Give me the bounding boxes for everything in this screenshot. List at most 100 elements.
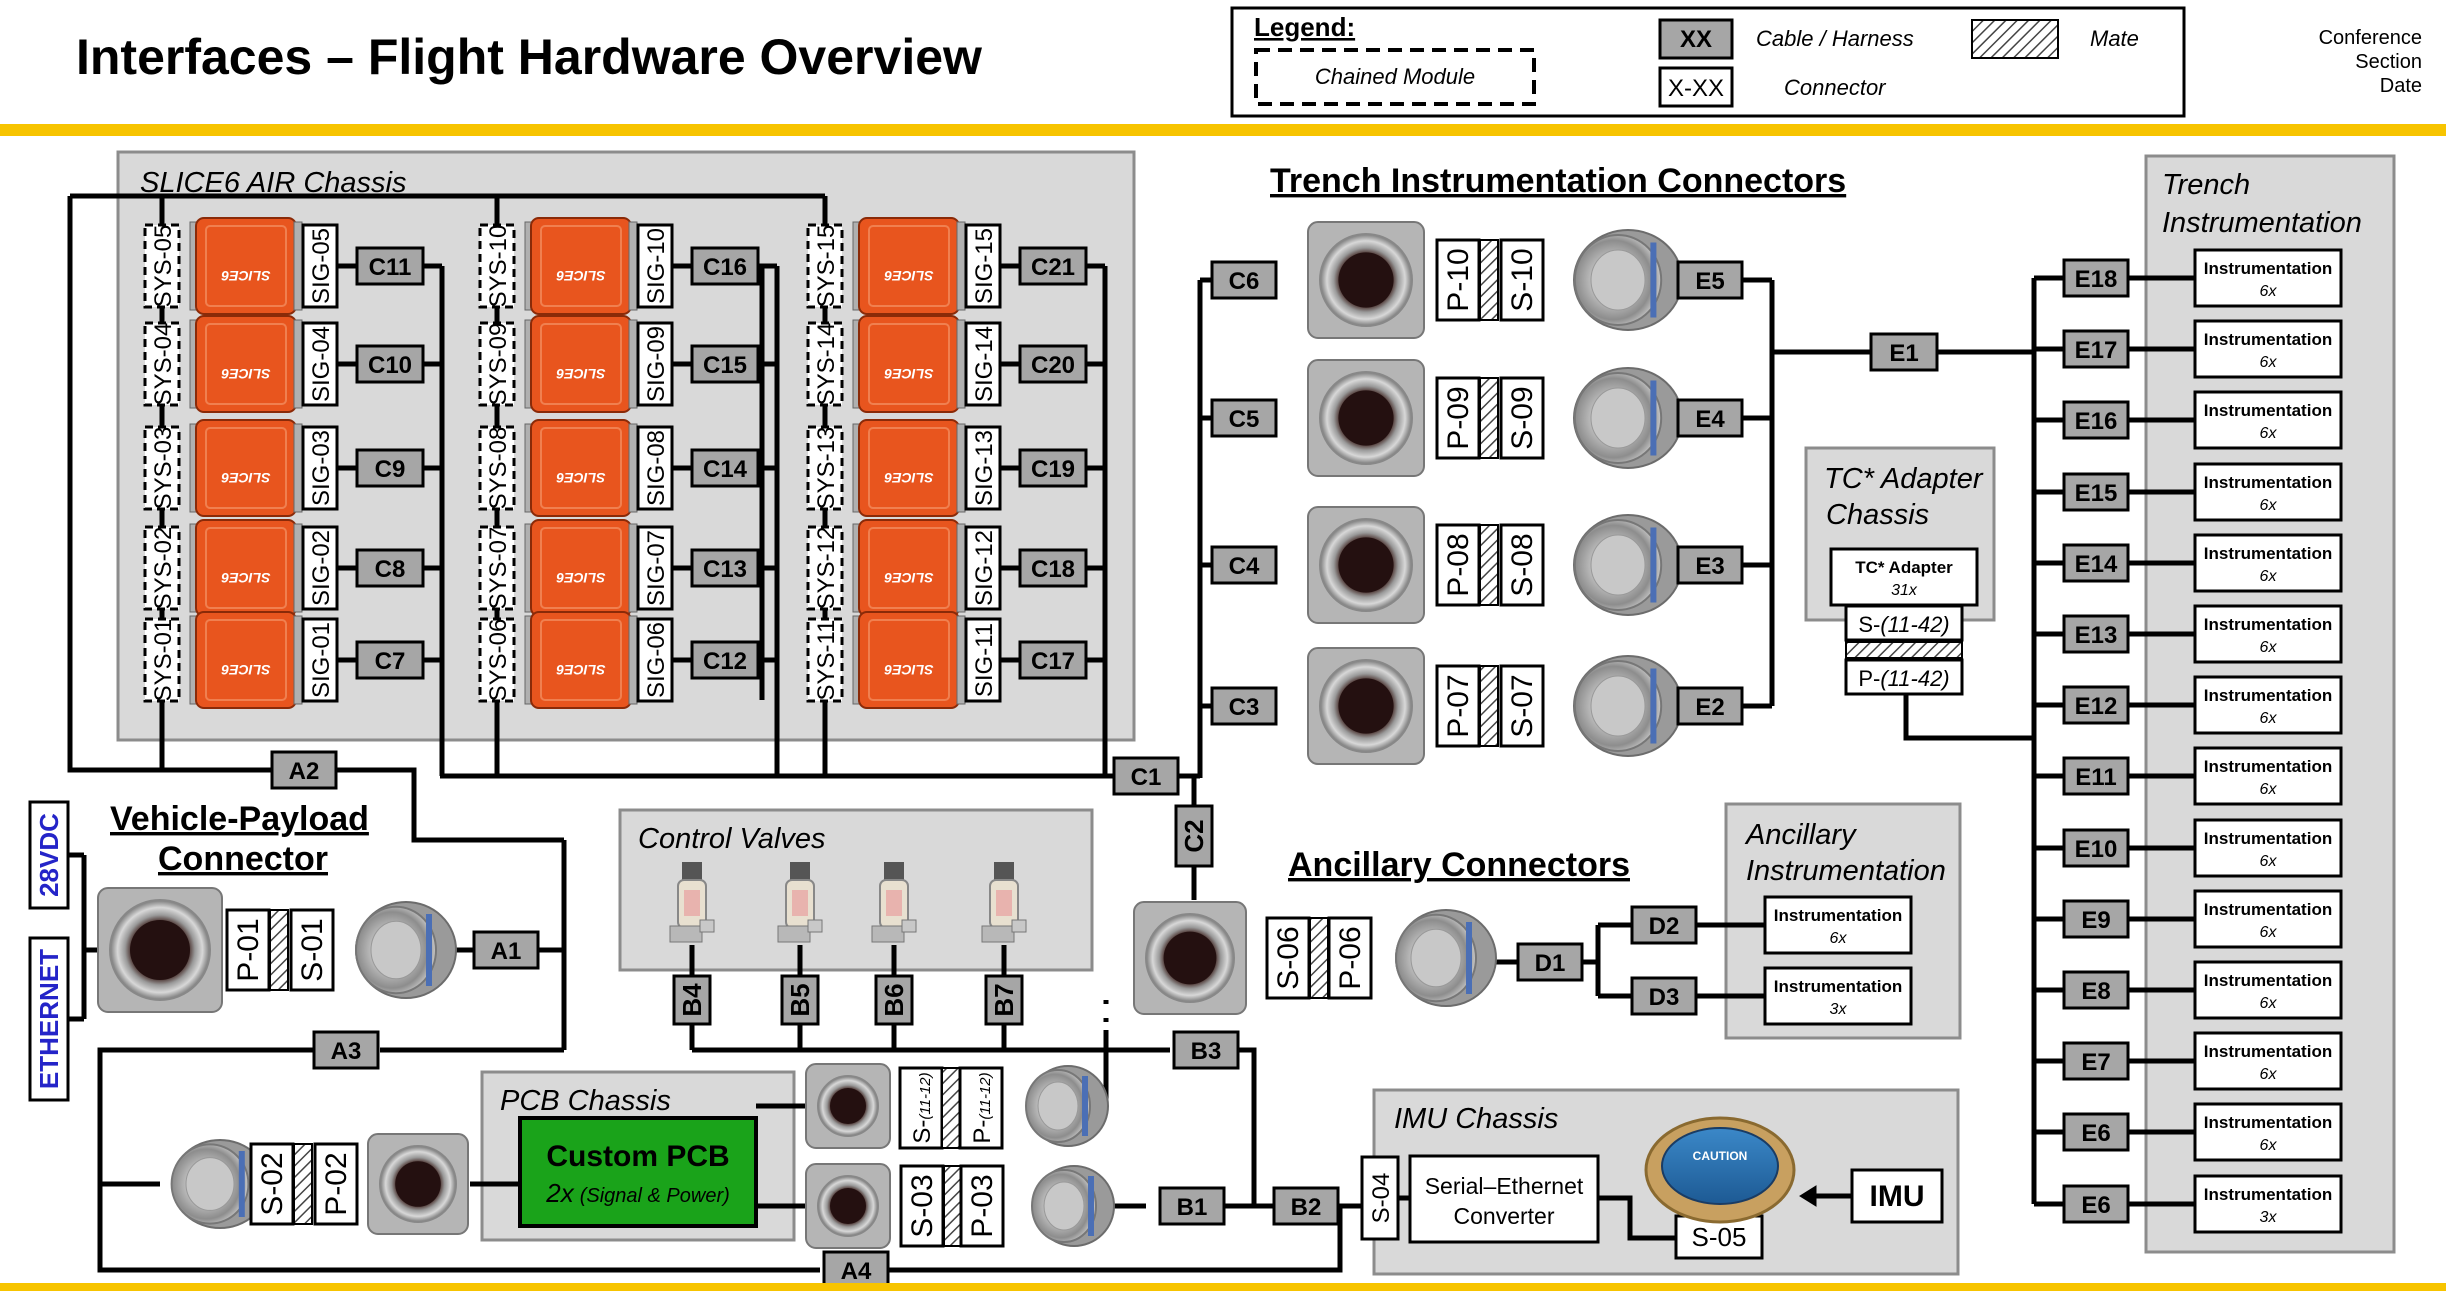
instr-cable-5: E13 xyxy=(2062,614,2130,654)
slice-module-0-4: SLICE6 xyxy=(189,611,303,709)
legend-mate-swatch xyxy=(1971,19,2059,59)
slice-sig-connector-2-3-box xyxy=(964,525,1002,611)
trench-cable-e1-box xyxy=(1869,332,1939,372)
control-valve-1 xyxy=(777,862,823,943)
module-logo: SLICE6 xyxy=(221,268,270,284)
module-face xyxy=(540,323,622,405)
trench-instr-box-12-label: Instrumentation xyxy=(2204,1113,2332,1132)
pcb-s-top-connector: S-(11-12) xyxy=(898,1066,944,1150)
tc-s-connector-label: S-(11-42) xyxy=(1858,612,1949,637)
pcb-s-top-label: S-(11-12) xyxy=(909,1072,936,1143)
trench-cable-out-1: E4 xyxy=(1676,398,1744,438)
ancillary-receptacle-socket xyxy=(1163,931,1217,985)
trench-receptacle-0 xyxy=(1307,221,1425,339)
ancillary-connectors-title: Ancillary Connectors xyxy=(1288,846,1630,884)
trench-instr-box-3-label: Instrumentation xyxy=(2204,473,2332,492)
trench-instr-box-5-count: 6x xyxy=(2260,639,2278,656)
wire xyxy=(1238,1047,1257,1206)
trunk-cable-c2: C2 xyxy=(1174,804,1214,868)
control-valve-3 xyxy=(981,862,1027,943)
trench-instr-box-0-label: Instrumentation xyxy=(2204,259,2332,278)
instr-cable-4: E14 xyxy=(2062,543,2130,583)
module-body xyxy=(858,519,960,617)
slice-module-2-3: SLICE6 xyxy=(852,519,966,617)
slice-sys-connector-0-2-box xyxy=(143,425,181,511)
slice-sys-connector-2-2-box xyxy=(806,425,844,511)
slice-cable-2-4-label: C17 xyxy=(1031,648,1075,675)
module-face xyxy=(205,527,287,609)
valve-cable-B7-box xyxy=(984,974,1024,1026)
trench-s-connector-3-box xyxy=(1499,664,1545,748)
tc-s-prefix: S- xyxy=(1858,612,1880,637)
trench-instr-box-9-label: Instrumentation xyxy=(2204,900,2332,919)
pcb-p-top-connector: P-(11-12) xyxy=(958,1066,1004,1150)
trench-cable-out-3: E2 xyxy=(1676,686,1744,726)
ancillary-instr-box-1-box xyxy=(1763,966,1913,1026)
tc-adapter-box-count: 31x xyxy=(1891,582,1918,599)
valve-cable-B6-box xyxy=(874,974,914,1026)
slice-cable-2-0-box xyxy=(1018,246,1088,286)
module-body xyxy=(195,315,297,413)
instr-cable-3: E15 xyxy=(2062,472,2130,512)
ancillary-instr-box-1-label: Instrumentation xyxy=(1774,977,1902,996)
slice-sys-connector-1-2-label: SYS-08 xyxy=(485,427,512,510)
trench-instr-box-13-box xyxy=(2193,1174,2343,1234)
trench-cable-in-3-box xyxy=(1210,686,1278,726)
trench-cable-in-3: C3 xyxy=(1210,686,1278,726)
slice-sig-connector-2-2-label: SIG-13 xyxy=(971,430,998,506)
slice-cable-2-2: C19 xyxy=(1018,448,1088,488)
module-body xyxy=(858,315,960,413)
slice-sig-connector-1-0: SIG-10 xyxy=(636,223,674,309)
pcb-top-mate xyxy=(941,1067,961,1149)
tc-p-range: (11-42) xyxy=(1880,666,1949,691)
slice-sys-connector-1-0-box xyxy=(478,223,516,309)
trench-instr-box-7-label: Instrumentation xyxy=(2204,757,2332,776)
slice-module-1-3: SLICE6 xyxy=(524,519,638,617)
valve-cap xyxy=(790,862,810,882)
imu-s05-label: S-05 xyxy=(1692,1222,1747,1252)
pcb-top-receptacle-socket xyxy=(830,1088,866,1124)
custom-pcb-title: Custom PCB xyxy=(546,1140,729,1173)
trench-plug-0 xyxy=(1573,229,1683,331)
trench-s-connector-1-label: S-09 xyxy=(1506,386,1539,449)
pcb-p-top-box xyxy=(958,1066,1004,1150)
page-title: Interfaces – Flight Hardware Overview xyxy=(76,29,982,85)
valve-base xyxy=(669,925,703,943)
valve-cable-b3-label: B3 xyxy=(1191,1038,1222,1065)
vehicle-cable-a1-label: A1 xyxy=(491,938,522,965)
slice-sig-connector-0-2-box xyxy=(301,425,339,511)
slice-module-1-1: SLICE6 xyxy=(524,315,638,413)
slice-sig-connector-0-4-label: SIG-01 xyxy=(308,622,335,698)
pcb-left-s-connector-box xyxy=(249,1142,295,1226)
module-body xyxy=(195,519,297,617)
slice-sys-connector-1-3-box xyxy=(478,525,516,611)
valve-port xyxy=(699,919,715,933)
slice-module-1-0: SLICE6 xyxy=(524,217,638,315)
power-text: 28VDC xyxy=(34,813,64,897)
pcb-p-top-prefix: P- xyxy=(969,1120,996,1144)
pcb-s-bottom-connector: S-03 xyxy=(899,1164,945,1248)
slice-module-2-4: SLICE6 xyxy=(852,611,966,709)
vehicle-s-connector: S-01 xyxy=(289,908,335,992)
pcb-left-s-connector: S-02 xyxy=(249,1142,295,1226)
slice-module-2-1: SLICE6 xyxy=(852,315,966,413)
trench-mate-2 xyxy=(1479,524,1499,606)
tc-p-connector: P-(11-42) xyxy=(1844,658,1964,696)
module-side-connector-right xyxy=(628,615,638,705)
slice-sig-connector-2-4: SIG-11 xyxy=(964,617,1002,703)
trench-receptacle-2-socket xyxy=(1338,537,1394,593)
slice-sys-connector-2-0-box xyxy=(806,223,844,309)
trench-plug-2-band xyxy=(1650,527,1657,603)
vehicle-cable-a1-box xyxy=(472,930,540,970)
module-face xyxy=(205,619,287,701)
module-body xyxy=(530,611,632,709)
slice-sys-connector-2-3-label: SYS-12 xyxy=(813,527,840,610)
module-logo: SLICE6 xyxy=(884,366,933,382)
slice-cable-1-0: C16 xyxy=(690,246,760,286)
trench-s-connector-2-label: S-08 xyxy=(1506,533,1539,596)
ancillary-mate xyxy=(1309,917,1329,999)
module-face xyxy=(205,323,287,405)
converter-line1: Serial–Ethernet xyxy=(1425,1173,1584,1199)
